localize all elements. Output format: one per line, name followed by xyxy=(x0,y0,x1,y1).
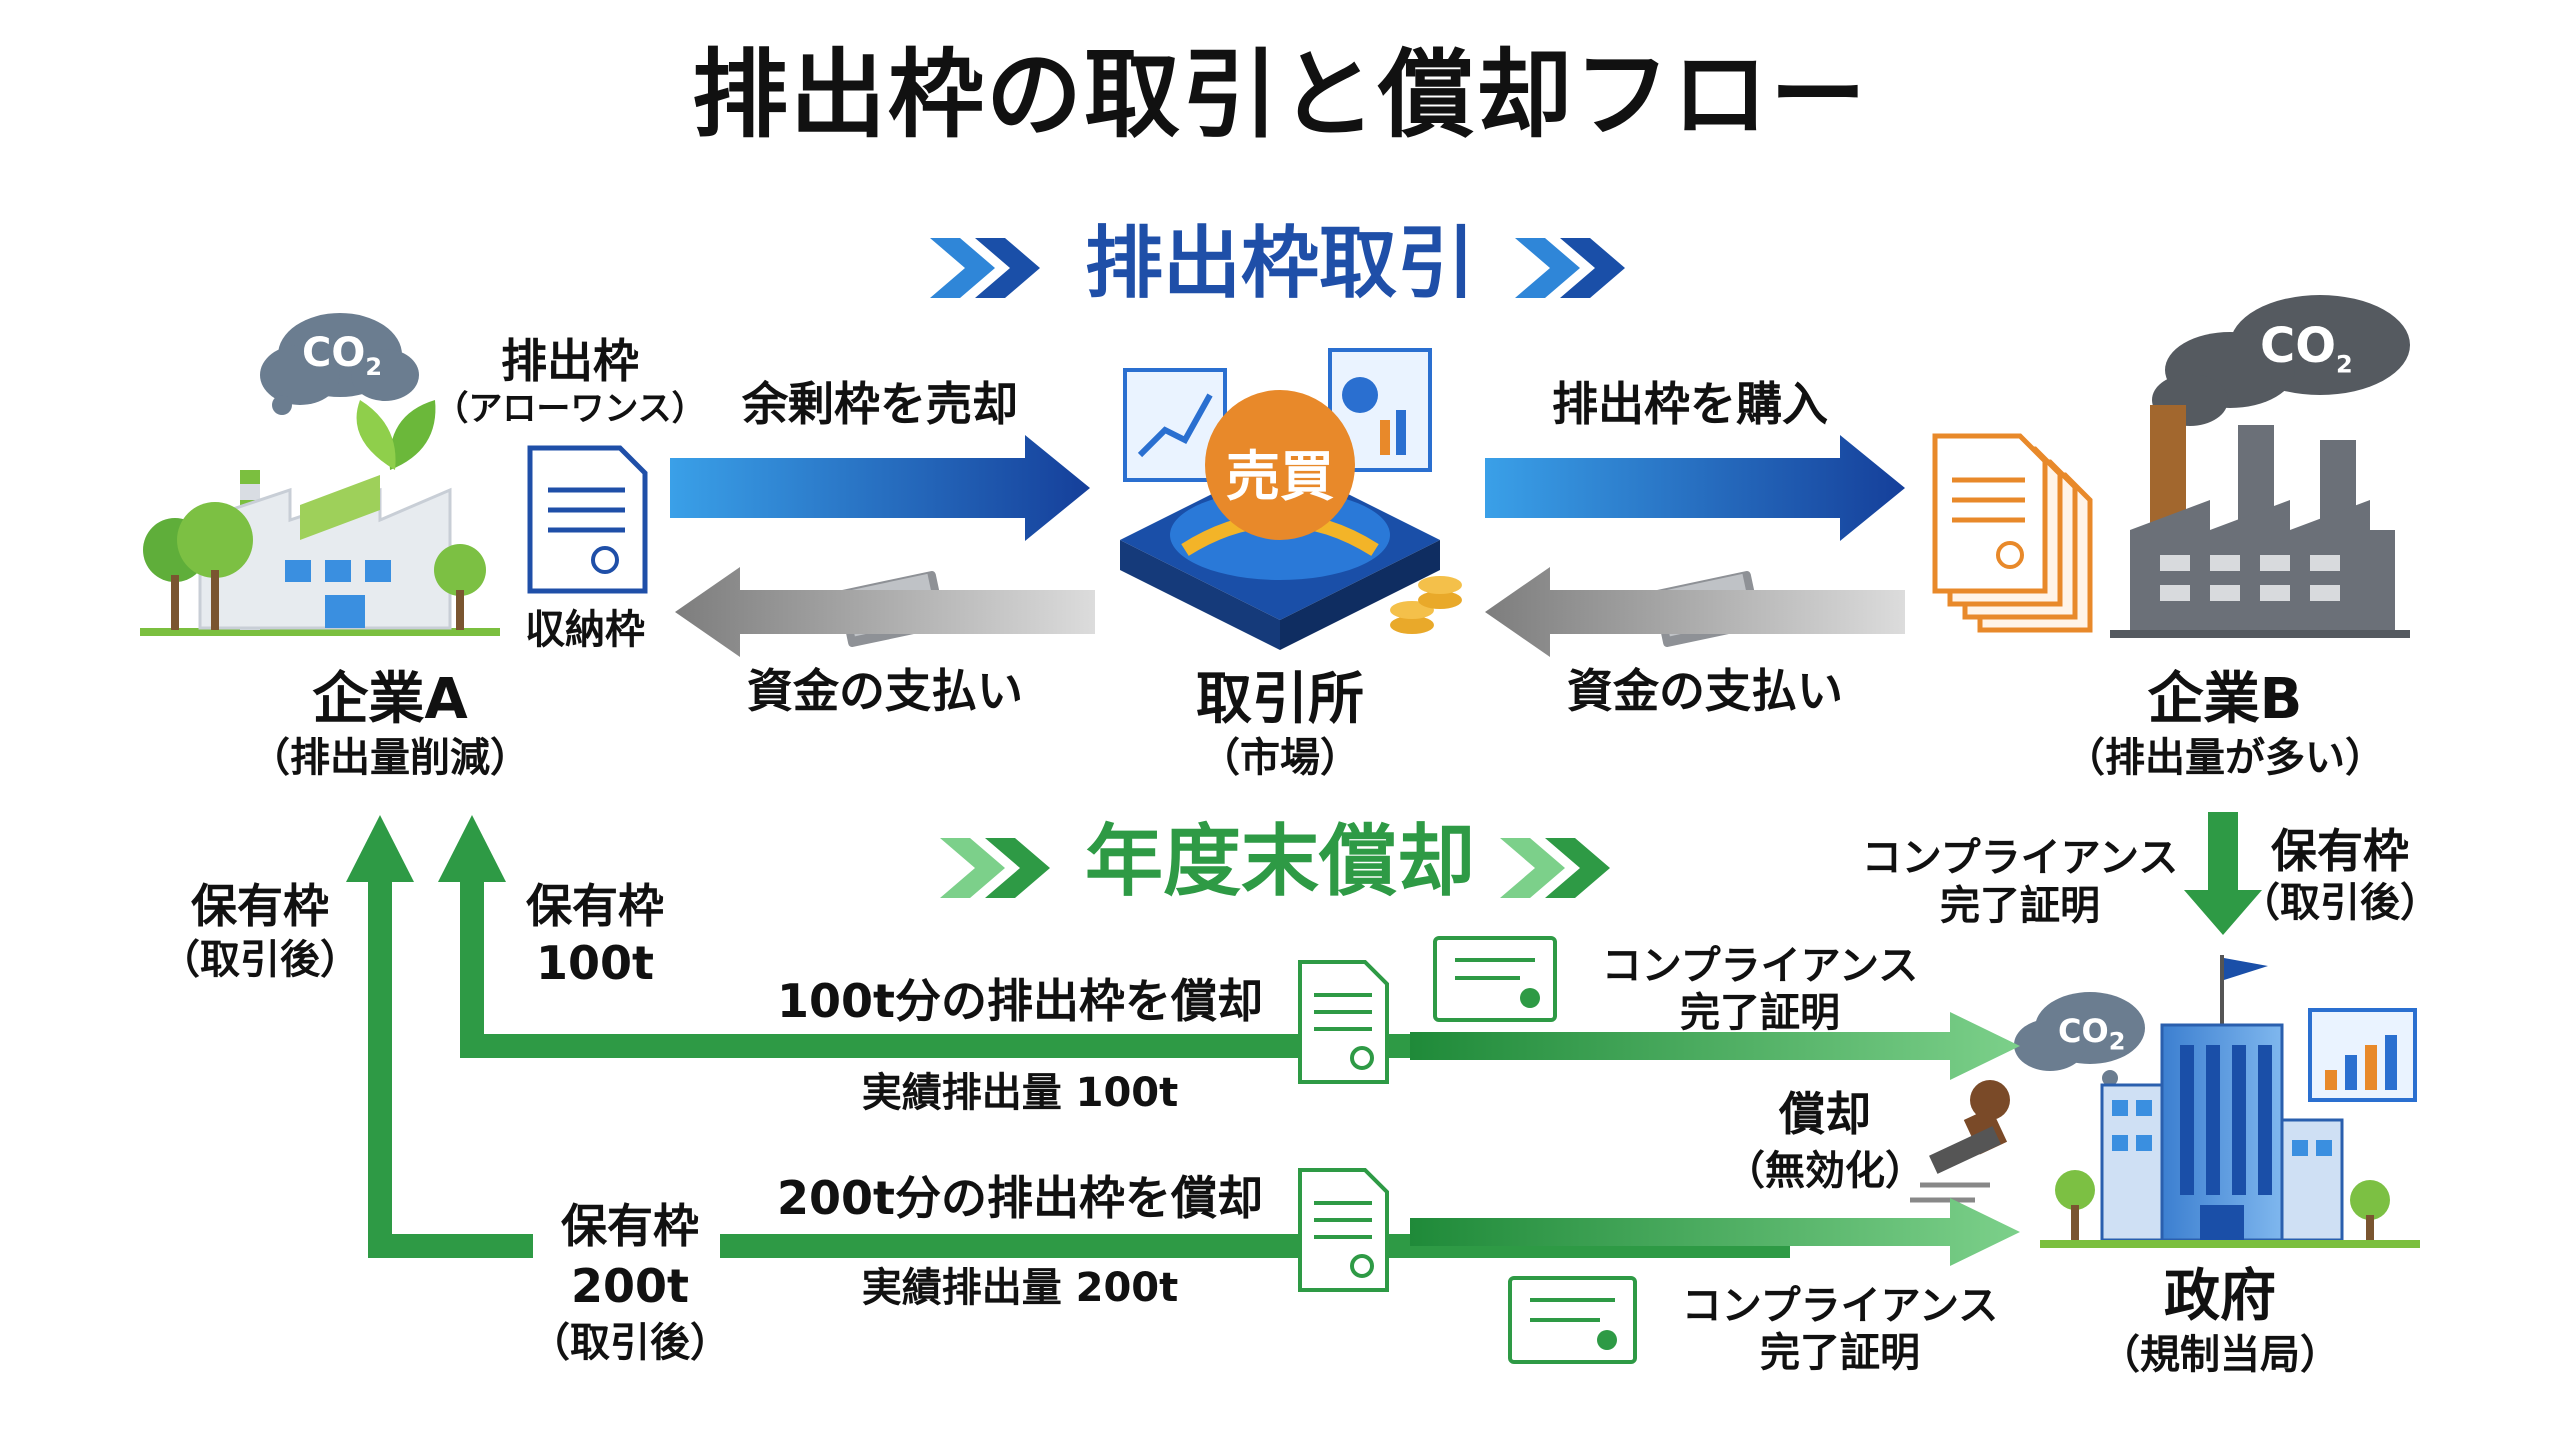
compliance-certificate-2 xyxy=(1508,1276,1637,1364)
exchange-sub: （市場） xyxy=(1200,735,1360,781)
allowance-sublabel: （アローワンス） xyxy=(434,389,706,429)
a-holding-200-line1: 保有枠 xyxy=(561,1199,699,1253)
compliance-down-arrow xyxy=(2184,812,2262,935)
a-holding-200-line2: 200t xyxy=(570,1259,689,1313)
certificate-doc-100t xyxy=(1298,960,1389,1084)
return-arrow-100t xyxy=(438,815,1790,1058)
co2-cloud-a xyxy=(260,313,419,415)
a-holding-left-line2: （取引後） xyxy=(160,937,360,983)
company-b-sub: （排出量が多い） xyxy=(2065,735,2385,781)
exchange-name: 取引所 xyxy=(1196,667,1364,732)
allowance-label: 排出枠 xyxy=(501,334,639,388)
gov-to-a-arrow-2 xyxy=(1410,1198,2020,1266)
gov-to-a-arrow-1 xyxy=(1410,1012,2020,1080)
cert2-line2: 完了証明 xyxy=(1760,1330,1920,1376)
b-holding-line2: （取引後） xyxy=(2240,880,2440,926)
retire-label-line2: （無効化） xyxy=(1725,1148,1925,1194)
retire-200-label: 200t分の排出枠を償却 xyxy=(776,1171,1263,1225)
actual-200-label: 実績排出量 200t xyxy=(861,1265,1179,1311)
buy-arrow xyxy=(1485,435,1905,541)
company-a-factory-icon xyxy=(140,400,500,636)
actual-100-label: 実績排出量 100t xyxy=(861,1070,1179,1116)
exchange-platform-icon xyxy=(1120,348,1462,650)
a-holding-100-line2: 100t xyxy=(535,936,654,990)
retire-100-label: 100t分の排出枠を償却 xyxy=(776,974,1263,1028)
retire-chevrons-left xyxy=(940,838,1050,898)
government-sub: （規制当局） xyxy=(2100,1332,2340,1378)
cert1-line1: コンプライアンス xyxy=(1601,943,1919,989)
company-b-name: 企業B xyxy=(2147,667,2303,732)
retire-chevrons-right xyxy=(1500,838,1610,898)
cert1-line2: 完了証明 xyxy=(1680,990,1840,1036)
payment-arrow-left xyxy=(675,567,1095,657)
payment-arrow-right xyxy=(1485,567,1905,657)
section-retirement-heading: 年度末償却 xyxy=(1084,817,1475,907)
allowance-document-icon xyxy=(527,445,648,594)
trade-chevrons-right xyxy=(1515,238,1625,298)
b-holding-line1: 保有枠 xyxy=(2271,824,2409,878)
cert2-line1: コンプライアンス xyxy=(1681,1283,1999,1329)
retire-label-line1: 償却 xyxy=(1779,1087,1871,1141)
company-b-factory-icon xyxy=(2110,295,2410,638)
trade-chevrons-left xyxy=(930,238,1040,298)
b-compliance-line2: 完了証明 xyxy=(1940,883,2100,929)
section-trade-heading: 排出枠取引 xyxy=(1084,219,1475,309)
company-a-name: 企業A xyxy=(312,667,468,732)
retire-stamp-icon xyxy=(1910,1080,2010,1203)
buy-allowance-label: 排出枠を購入 xyxy=(1552,377,1828,431)
purchased-allowance-documents-icon xyxy=(1932,433,2093,633)
sell-surplus-label: 余剰枠を売却 xyxy=(742,377,1018,431)
exchange-badge: 売買 xyxy=(1226,445,1334,508)
sell-arrow xyxy=(670,435,1090,541)
a-holding-200-line3: （取引後） xyxy=(530,1320,730,1366)
government-name: 政府 xyxy=(2164,1264,2276,1329)
certificate-doc-200t xyxy=(1298,1168,1389,1292)
storage-label: 収納枠 xyxy=(525,607,645,653)
co2-label-gov: CO2 xyxy=(2058,1012,2126,1056)
government-building-icon xyxy=(2014,955,2420,1248)
co2-label-b: CO2 xyxy=(2260,318,2353,379)
a-holding-100-line1: 保有枠 xyxy=(526,879,664,933)
payment-label-left: 資金の支払い xyxy=(747,664,1023,718)
return-arrow-200t xyxy=(346,815,1790,1258)
payment-label-right: 資金の支払い xyxy=(1567,664,1843,718)
b-compliance-line1: コンプライアンス xyxy=(1861,835,2179,881)
company-a-sub: （排出量削減） xyxy=(250,735,530,781)
a-holding-left-line1: 保有枠 xyxy=(191,879,329,933)
compliance-certificate-1 xyxy=(1433,936,1557,1022)
co2-label-a: CO2 xyxy=(302,330,383,381)
page-title: 排出枠の取引と償却フロー xyxy=(692,39,1868,151)
